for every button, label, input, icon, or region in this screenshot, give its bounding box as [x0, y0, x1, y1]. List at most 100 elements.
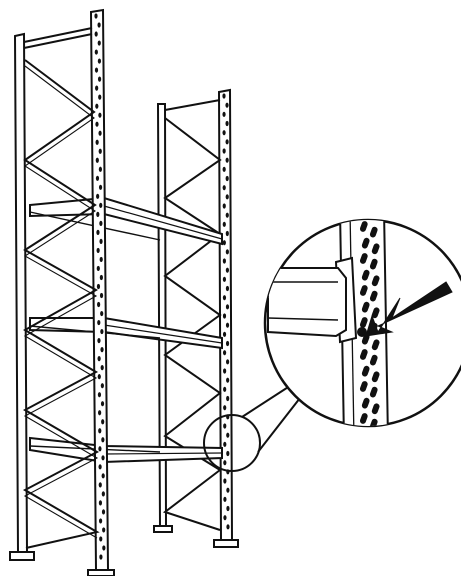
front-post-hole — [101, 491, 105, 497]
front-post-hole — [96, 193, 100, 199]
rear-post-hole — [226, 450, 230, 457]
rear-post-hole — [222, 350, 227, 356]
locking-pin — [357, 327, 367, 337]
rear-post-hole — [223, 405, 227, 411]
upright-perforations — [94, 13, 230, 560]
front-post-hole — [95, 121, 99, 127]
rear-post-hole — [225, 322, 230, 328]
rear-post-hole — [225, 285, 230, 292]
front-post-hole — [102, 545, 106, 551]
rear-bracing — [162, 117, 222, 531]
front-post-hole — [96, 265, 100, 272]
front-left-foot — [9, 551, 35, 561]
rear-post-hole — [226, 377, 230, 383]
front-post-hole — [95, 175, 100, 181]
front-post-hole — [101, 419, 105, 425]
front-post-hole — [102, 527, 106, 533]
rear-post-hole — [222, 93, 226, 99]
front-post-hole — [99, 256, 103, 263]
top-beam — [29, 196, 223, 246]
front-post-hole — [98, 464, 102, 470]
rear-post-hole — [223, 386, 227, 392]
front-post-hole — [100, 347, 104, 353]
detail-slot — [371, 339, 380, 351]
detail-slot — [369, 226, 378, 238]
front-post-hole — [100, 383, 104, 389]
detail-slot — [372, 436, 379, 446]
rear-post-hole — [223, 460, 227, 466]
rear-post-hole — [226, 359, 230, 365]
rear-post-hole — [222, 295, 227, 301]
detail-slot — [371, 275, 380, 287]
front-post-hole — [99, 220, 103, 226]
detail-slot — [371, 403, 380, 415]
rear-post-hole — [223, 368, 227, 374]
front-post-hole — [96, 283, 101, 290]
front-post-hole — [97, 40, 101, 46]
detail-slot — [369, 290, 378, 302]
front-post-hole — [97, 301, 101, 308]
rear-post-hole — [225, 340, 230, 347]
detail-slot — [359, 221, 368, 232]
rear-post-hole — [226, 505, 230, 512]
front-post-hole — [95, 157, 99, 163]
detail-slot — [359, 285, 368, 296]
detail-slot — [359, 381, 368, 392]
front-post-hole — [97, 76, 102, 82]
front-post-hole — [97, 374, 101, 380]
front-top-tie — [23, 27, 93, 43]
rear-post-hole — [225, 120, 229, 127]
detail-slot — [369, 258, 378, 270]
rear-post-hole — [222, 130, 226, 136]
front-post-hole — [96, 247, 100, 254]
rear-post-hole — [225, 139, 229, 145]
rear-upright-frame — [153, 88, 239, 548]
detail-perforations — [359, 221, 380, 446]
front-post-hole — [97, 319, 101, 326]
rear-post-hole — [223, 441, 227, 447]
rear-post-hole — [222, 313, 227, 319]
front-post-hole — [99, 202, 103, 208]
rear-right-foot — [213, 539, 239, 548]
rear-post-hole — [222, 148, 226, 154]
front-post-hole — [98, 166, 102, 172]
rear-post-hole — [222, 185, 226, 191]
rear-post-hole — [222, 258, 226, 264]
detail-slot — [359, 349, 368, 360]
detail-slot — [371, 243, 380, 255]
rear-post-hole — [225, 267, 229, 273]
front-post-hole — [98, 518, 103, 524]
callout-leader-lower — [257, 397, 301, 453]
front-post-hole — [96, 229, 100, 235]
rear-post-hole — [225, 212, 229, 218]
rear-top-tie — [164, 99, 221, 111]
front-post-hole — [95, 85, 99, 91]
detail-slot — [369, 418, 378, 426]
rear-post-hole — [225, 249, 229, 255]
arrow-icon — [365, 281, 453, 337]
rear-post-hole — [225, 304, 230, 310]
front-post-hole — [97, 356, 101, 362]
rear-post-hole — [222, 331, 227, 337]
front-post-hole — [100, 365, 104, 371]
rear-post-hole — [223, 478, 227, 484]
detail-slot — [369, 386, 378, 398]
detail-source-circle — [203, 414, 261, 472]
rear-post-hole — [225, 230, 229, 237]
front-post-hole — [95, 139, 99, 145]
rear-post-hole — [225, 194, 229, 200]
front-post-hole — [95, 103, 99, 109]
detail-slot — [359, 413, 368, 424]
detail-slot — [361, 269, 370, 281]
front-post-hole — [99, 536, 103, 542]
rear-post-hole — [223, 515, 227, 521]
front-post-hole — [98, 184, 103, 190]
front-post-hole — [99, 292, 104, 299]
front-post-hole — [99, 238, 103, 245]
front-post-hole — [101, 455, 105, 461]
detail-slot — [359, 317, 368, 328]
front-post-hole — [97, 58, 102, 64]
rear-post-hole — [222, 166, 226, 172]
front-post-hole — [99, 274, 103, 281]
